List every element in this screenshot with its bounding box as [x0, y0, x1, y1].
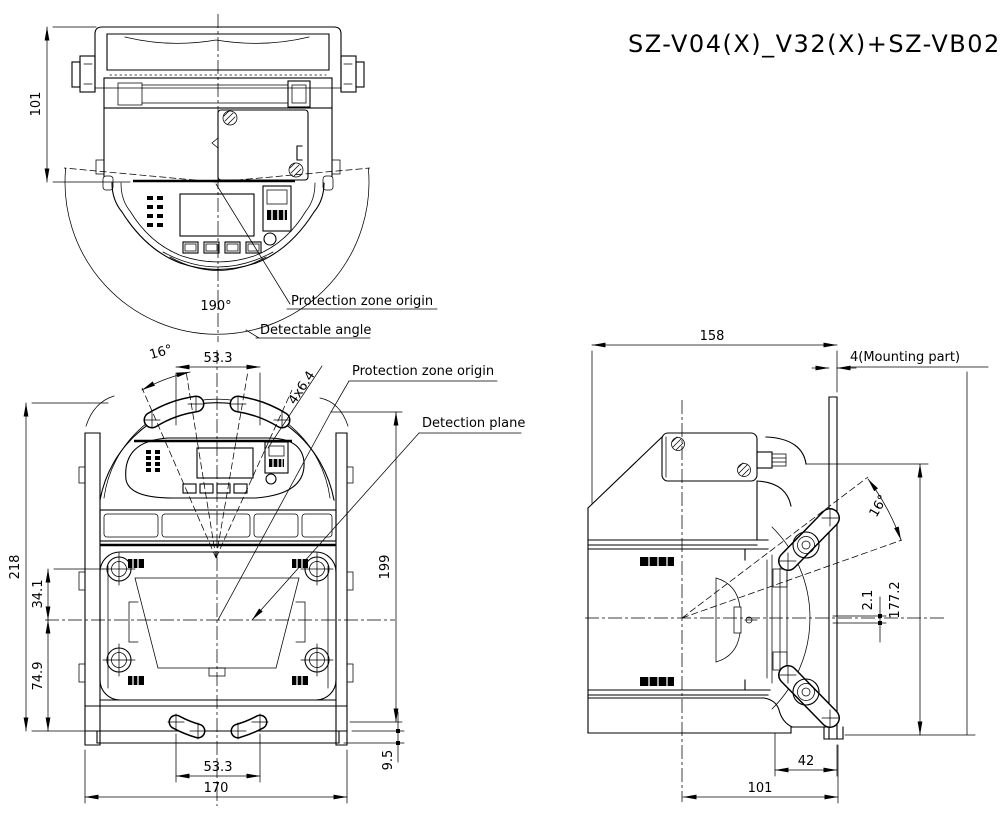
side-mounting-part-label: 4(Mounting part) — [850, 350, 960, 365]
front-dim-plane-height: 199 — [378, 555, 393, 580]
front-detection-plane-label: Detection plane — [422, 416, 525, 431]
mounting-slots-bottom — [167, 713, 269, 740]
top-view: 190° Protection zone origin Detectable a… — [29, 14, 438, 342]
top-protection-zone-origin-label: Protection zone origin — [291, 294, 433, 309]
vent-grilles-side — [640, 557, 674, 686]
front-dim-base-thickness: 9.5 — [381, 750, 396, 771]
screw-boss — [102, 643, 136, 677]
screw-hatched — [671, 436, 685, 451]
led-indicators-front — [146, 450, 160, 472]
front-dim-rotation-angle: 16° — [148, 342, 174, 363]
screw-hatched — [288, 162, 304, 178]
top-dim-height: 101 — [29, 92, 44, 117]
connector-block — [262, 185, 292, 232]
panel-buttons — [182, 241, 262, 254]
side-dim-plane-offset: 2.1 — [861, 590, 876, 611]
screw-boss — [102, 552, 136, 586]
angled-mounting-slots — [778, 508, 840, 728]
top-detectable-angle-value: 190° — [200, 299, 231, 314]
front-view: 16° 53.3 4x6.4 Protection zone origin De… — [8, 342, 525, 806]
side-dim-bracket-depth: 42 — [798, 754, 815, 769]
connector-block-front — [264, 441, 289, 474]
screw-hatched — [222, 110, 238, 126]
screw-boss — [300, 643, 334, 677]
screw-boss — [300, 552, 334, 586]
screw-hatched — [737, 462, 751, 477]
front-dim-plane-to-bottom: 74.9 — [31, 662, 46, 691]
front-dim-overall-width: 170 — [204, 781, 229, 796]
drawing-title: SZ-V04(X)_V32(X)+SZ-VB02 — [628, 30, 1000, 58]
front-dim-overall-height: 218 — [8, 555, 23, 580]
front-dim-screw-to-plane: 34.1 — [31, 580, 46, 609]
vent-grilles — [128, 559, 308, 685]
mounting-slots-top — [143, 395, 291, 429]
top-detectable-angle-label: Detectable angle — [260, 323, 371, 338]
front-dim-mounting-holes: 4x6.4 — [286, 369, 319, 408]
front-dim-slot-span-bottom: 53.3 — [204, 760, 233, 775]
side-dim-rotation-angle: 16° — [867, 493, 892, 520]
side-dim-mounting-height: 177.2 — [888, 581, 903, 618]
side-dim-overall-depth: 158 — [700, 329, 725, 344]
panel-buttons-front — [182, 483, 248, 494]
led-indicators — [147, 196, 163, 227]
side-view: 16° 2.1 177.2 158 4(Mounting part) 42 10… — [585, 329, 989, 804]
front-dim-slot-span-top: 53.3 — [204, 351, 233, 366]
front-protection-zone-origin-label: Protection zone origin — [352, 364, 494, 379]
side-dim-body-depth: 101 — [748, 781, 773, 796]
